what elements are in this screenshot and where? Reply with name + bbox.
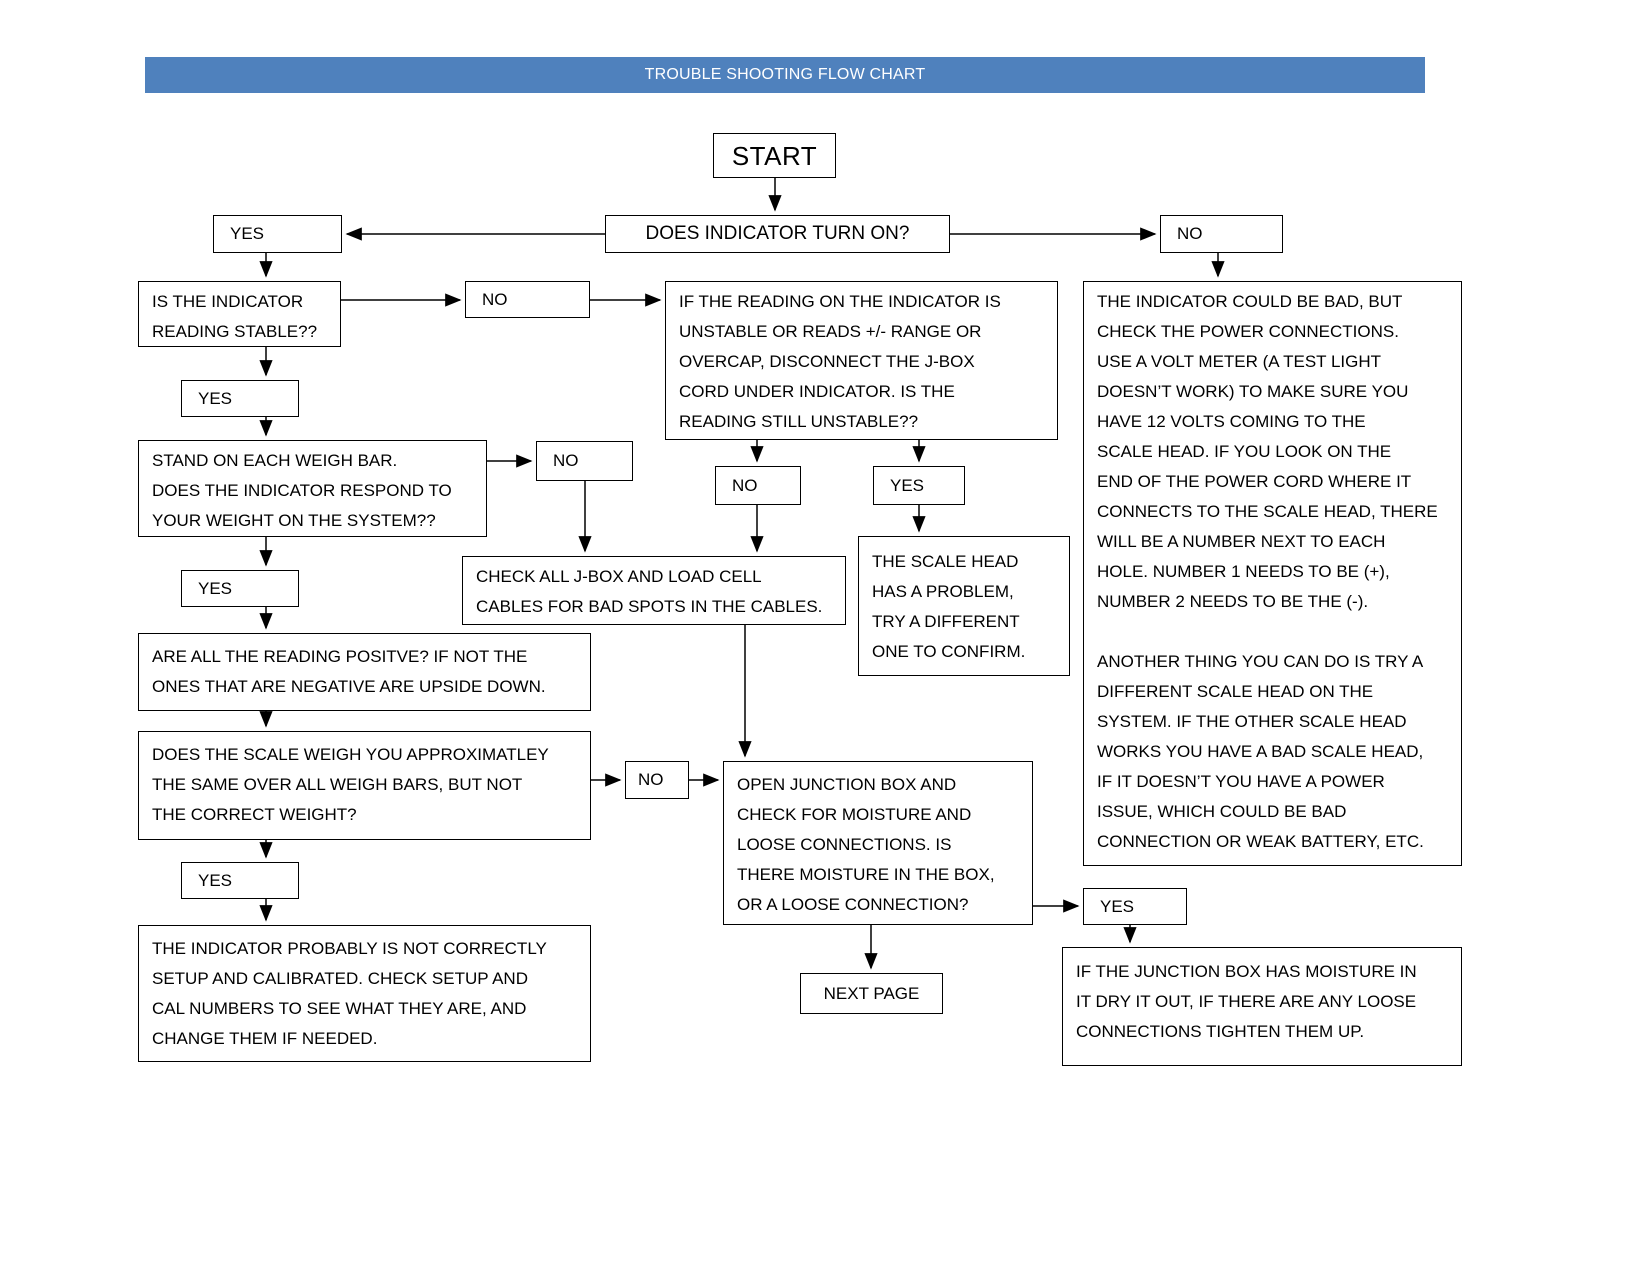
label-yes-respond: YES [181,570,299,607]
node-setup-calibration: THE INDICATOR PROBABLY IS NOT CORRECTLY … [138,925,591,1062]
label-no-turn-on: NO [1160,215,1283,253]
node-question-reading-stable: IS THE INDICATOR READING STABLE?? [138,281,341,347]
label-yes-weigh: YES [181,862,299,899]
node-open-junction-box: OPEN JUNCTION BOX AND CHECK FOR MOISTURE… [723,761,1033,925]
node-question-indicator-turn-on: DOES INDICATOR TURN ON? [605,215,950,253]
node-next-page: NEXT PAGE [800,973,943,1014]
node-readings-positive: ARE ALL THE READING POSITVE? IF NOT THE … [138,633,591,711]
node-power-connections-advice: THE INDICATOR COULD BE BAD, BUT CHECK TH… [1083,281,1462,866]
label-no-weigh: NO [625,761,689,799]
label-yes-turn-on: YES [213,215,342,253]
node-unstable-disconnect-jbox: IF THE READING ON THE INDICATOR IS UNSTA… [665,281,1058,440]
node-scale-head-problem: THE SCALE HEAD HAS A PROBLEM, TRY A DIFF… [858,536,1070,676]
page-title: TROUBLE SHOOTING FLOW CHART [145,57,1425,93]
label-no-stable: NO [465,281,590,318]
node-check-cables: CHECK ALL J-BOX AND LOAD CELL CABLES FOR… [462,556,846,625]
label-yes-stable: YES [181,380,299,417]
node-start: START [713,133,836,178]
node-moisture-fix: IF THE JUNCTION BOX HAS MOISTURE IN IT D… [1062,947,1462,1066]
label-yes-moisture: YES [1083,888,1187,925]
node-weigh-same-question: DOES THE SCALE WEIGH YOU APPROXIMATLEY T… [138,731,591,840]
label-yes-still-unstable: YES [873,466,965,505]
label-no-respond: NO [536,441,633,481]
label-no-still-unstable: NO [715,466,801,505]
node-stand-on-weigh-bar: STAND ON EACH WEIGH BAR. DOES THE INDICA… [138,440,487,537]
